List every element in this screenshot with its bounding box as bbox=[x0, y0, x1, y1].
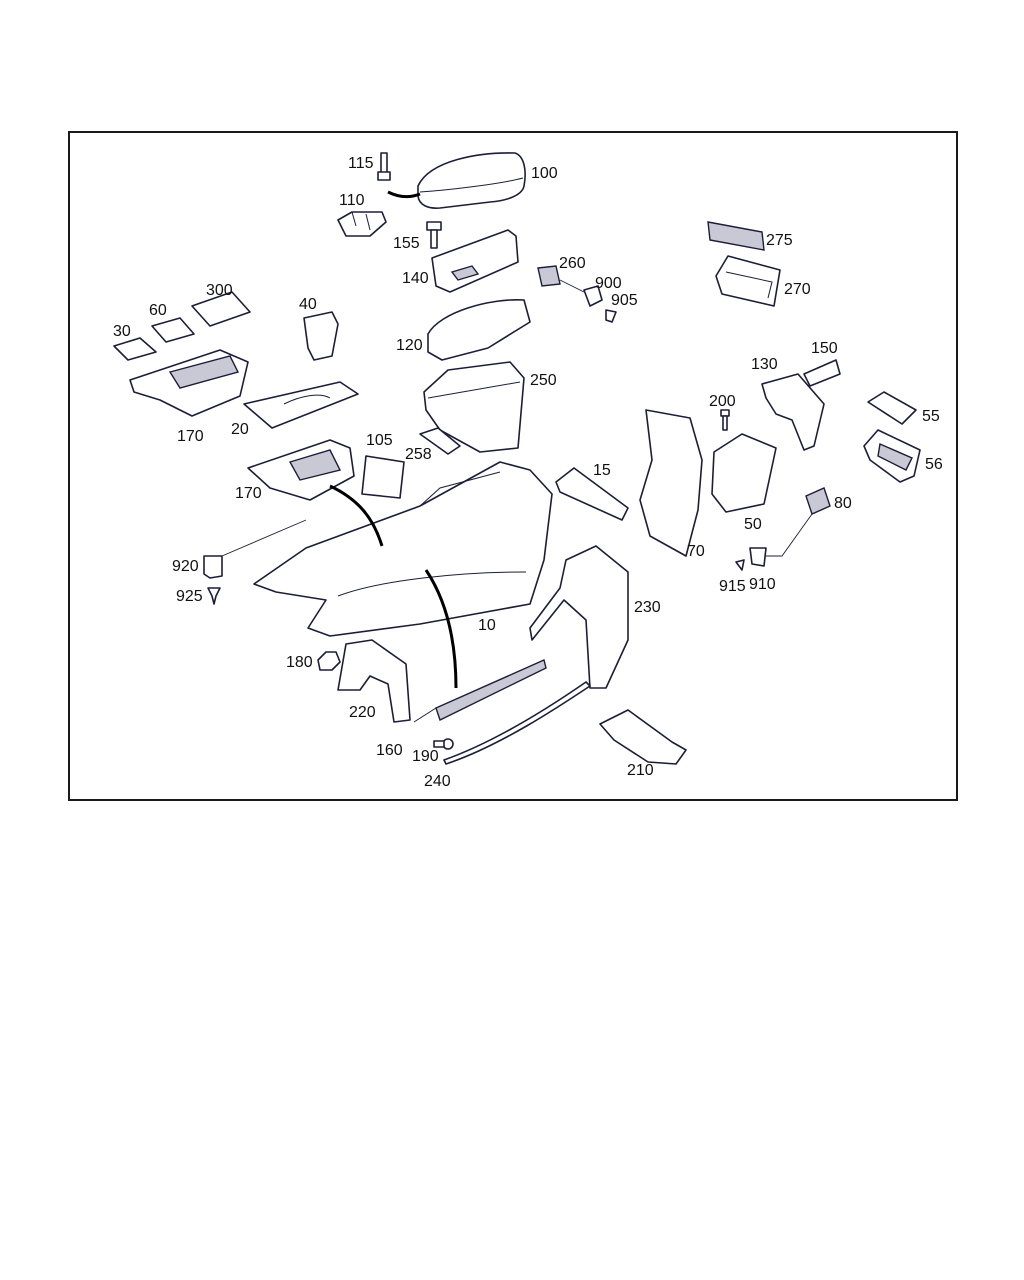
callout-70: 70 bbox=[687, 543, 705, 560]
callout-240: 240 bbox=[424, 773, 451, 790]
part-mat-60 bbox=[151, 317, 195, 343]
part-holder-40 bbox=[303, 311, 339, 361]
callout-258: 258 bbox=[405, 446, 432, 463]
part-bracket-130 bbox=[761, 373, 825, 451]
part-nut-180 bbox=[317, 651, 341, 671]
part-frame-230 bbox=[529, 545, 629, 689]
callout-170-upper: 170 bbox=[177, 428, 204, 445]
diagram-frame bbox=[68, 131, 958, 801]
callout-300: 300 bbox=[206, 282, 233, 299]
callout-10: 10 bbox=[478, 617, 496, 634]
part-screw-200 bbox=[720, 409, 730, 431]
part-cap-920 bbox=[203, 519, 307, 579]
part-inner-panel bbox=[431, 229, 519, 293]
callout-250: 250 bbox=[530, 372, 557, 389]
part-hinge bbox=[337, 211, 387, 237]
callout-220: 220 bbox=[349, 704, 376, 721]
callout-210: 210 bbox=[627, 762, 654, 779]
part-mat-30 bbox=[113, 337, 157, 361]
callout-115: 115 bbox=[348, 155, 374, 172]
part-screw-190 bbox=[433, 738, 454, 750]
callout-900: 900 bbox=[595, 275, 622, 292]
part-grille bbox=[707, 221, 765, 251]
callout-130: 130 bbox=[751, 356, 778, 373]
callout-55: 55 bbox=[922, 408, 940, 425]
part-bracket-220 bbox=[337, 639, 411, 723]
callout-155: 155 bbox=[393, 235, 420, 252]
callout-910: 910 bbox=[749, 576, 776, 593]
callout-180: 180 bbox=[286, 654, 313, 671]
arrow-upper-tray bbox=[329, 484, 384, 547]
part-910 bbox=[735, 547, 767, 571]
callout-230: 230 bbox=[634, 599, 661, 616]
callout-20: 20 bbox=[231, 421, 249, 438]
callout-170-lower: 170 bbox=[235, 485, 262, 502]
part-box-56 bbox=[863, 429, 921, 483]
callout-200: 200 bbox=[709, 393, 736, 410]
part-pin bbox=[377, 152, 391, 181]
callout-190: 190 bbox=[412, 748, 439, 765]
callout-105: 105 bbox=[366, 432, 393, 449]
callout-30: 30 bbox=[113, 323, 131, 340]
part-side-panel-70 bbox=[639, 409, 703, 557]
arrow-bottom-strip bbox=[424, 569, 458, 689]
callout-140: 140 bbox=[402, 270, 429, 287]
callout-120: 120 bbox=[396, 337, 423, 354]
part-210 bbox=[599, 709, 687, 765]
part-rod-240 bbox=[443, 681, 591, 765]
part-clip-258 bbox=[419, 427, 461, 455]
part-cover-120 bbox=[427, 299, 531, 361]
part-strip-160 bbox=[413, 659, 547, 723]
callout-80: 80 bbox=[834, 495, 852, 512]
arrow-pin-to-lid bbox=[387, 190, 421, 199]
callout-920: 920 bbox=[172, 558, 199, 575]
part-frame-270 bbox=[715, 255, 781, 307]
callout-40: 40 bbox=[299, 296, 317, 313]
callout-915: 915 bbox=[719, 578, 746, 595]
part-tray-170-lower bbox=[247, 439, 355, 501]
callout-15: 15 bbox=[593, 462, 611, 479]
callout-270: 270 bbox=[784, 281, 811, 298]
part-screw bbox=[426, 221, 442, 249]
part-pad-105 bbox=[361, 455, 405, 499]
part-mat-300 bbox=[191, 291, 251, 327]
part-socket-80 bbox=[760, 487, 831, 557]
callout-275: 275 bbox=[766, 232, 793, 249]
part-armrest-lid bbox=[417, 152, 526, 209]
part-plug-925 bbox=[207, 587, 221, 605]
callout-56: 56 bbox=[925, 456, 943, 473]
callout-925: 925 bbox=[176, 588, 203, 605]
part-tray-170-upper bbox=[129, 349, 249, 417]
callout-150: 150 bbox=[811, 340, 838, 357]
callout-160: 160 bbox=[376, 742, 403, 759]
part-panel-20 bbox=[243, 381, 359, 429]
callout-110: 110 bbox=[339, 192, 365, 209]
part-main-console bbox=[253, 461, 553, 637]
part-bracket-900 bbox=[583, 285, 617, 323]
callout-905: 905 bbox=[611, 292, 638, 309]
part-cap-150 bbox=[803, 359, 841, 387]
callout-60: 60 bbox=[149, 302, 167, 319]
part-bracket-15 bbox=[555, 467, 629, 521]
callout-50: 50 bbox=[744, 516, 762, 533]
part-storage-box bbox=[423, 361, 525, 453]
callout-260: 260 bbox=[559, 255, 586, 272]
part-module-50 bbox=[711, 433, 777, 513]
part-tray-55 bbox=[867, 391, 917, 425]
part-switch bbox=[537, 265, 585, 293]
callout-100: 100 bbox=[531, 165, 558, 182]
callout-labels: 115 100 110 155 140 260 900 905 275 270 … bbox=[113, 155, 943, 790]
